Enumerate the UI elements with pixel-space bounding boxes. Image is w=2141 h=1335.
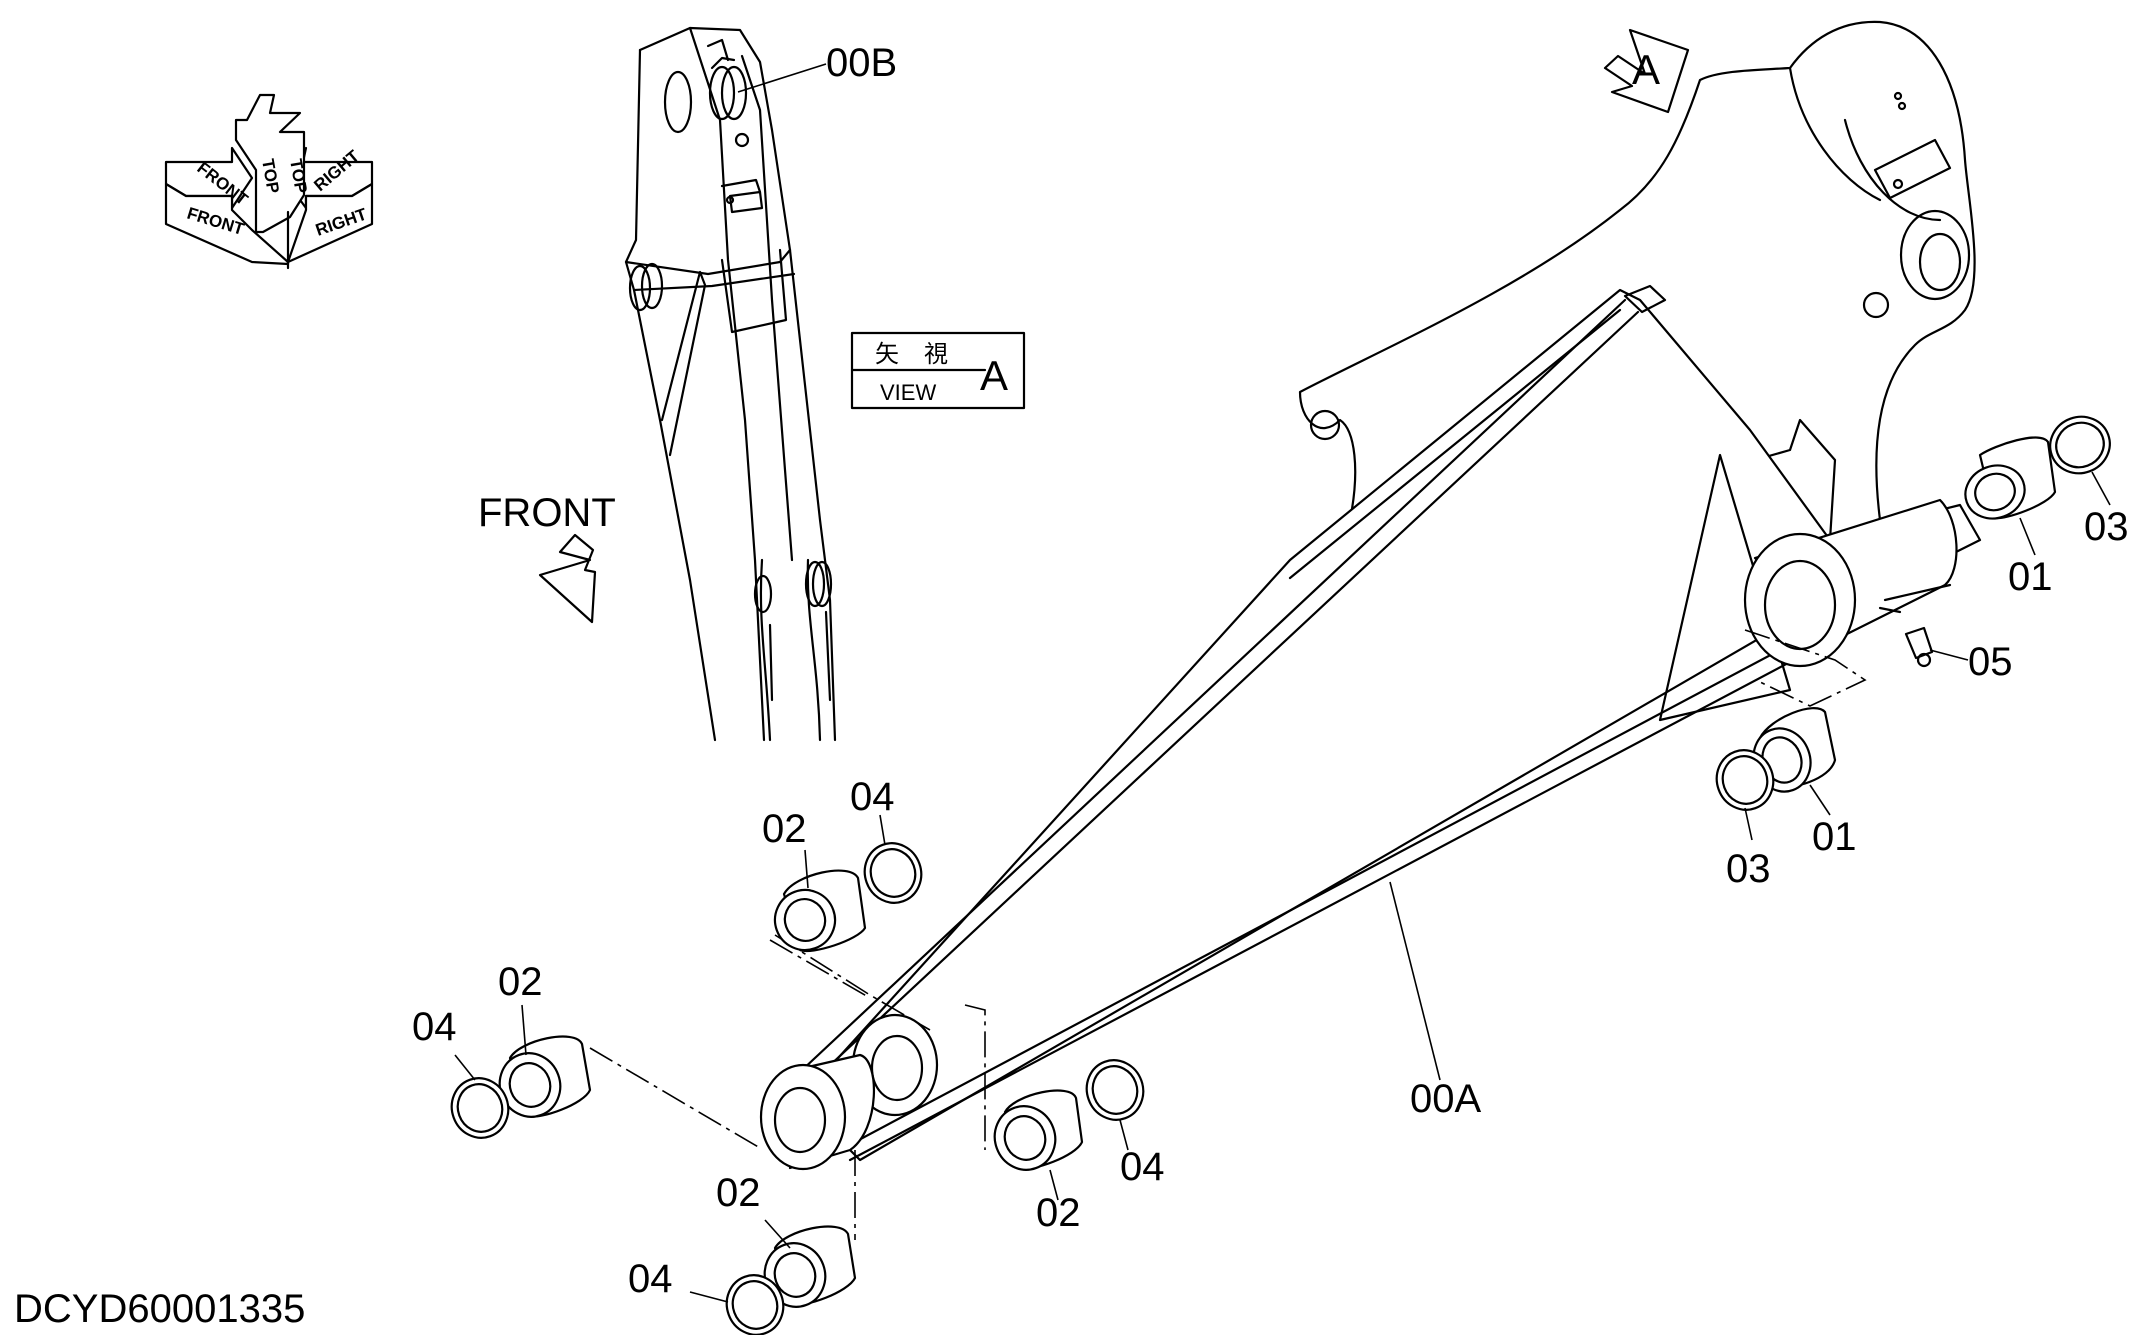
callout-02-c: 02	[1036, 1191, 1081, 1235]
view-a-arrow: A	[1603, 28, 1690, 114]
arm-sub-assembly	[624, 26, 837, 742]
seal-tip-b	[450, 1077, 510, 1139]
callout-03-upper: 03	[2084, 505, 2129, 549]
callout-02-a: 02	[762, 807, 807, 851]
callout-04-d: 04	[628, 1257, 673, 1301]
seal-tip-c	[1085, 1059, 1145, 1121]
seal-lower	[1715, 749, 1775, 811]
bushing-tip-d	[763, 1225, 857, 1308]
bushing-tip-c	[993, 1089, 1084, 1171]
view-letter: A	[980, 352, 1008, 399]
callout-labels: 00B 00A 01 01 03 03 05 02 04 02 04 02 04…	[412, 41, 2129, 1301]
bushing-upper	[1964, 436, 2057, 520]
front-arrow: FRONT	[478, 491, 616, 624]
leader-lines	[454, 63, 2111, 1303]
view-text: VIEW	[880, 380, 936, 405]
callout-00b: 00B	[826, 41, 897, 85]
orientation-icon: FRONT FRONT TOP TOP RIGHT RIGHT	[164, 93, 374, 270]
callout-04-c: 04	[1120, 1145, 1165, 1189]
view-jp-left: 矢	[875, 340, 899, 368]
seal-upper	[2049, 415, 2111, 475]
bushing-tip-a	[773, 869, 867, 953]
callout-01-lower: 01	[1812, 815, 1857, 859]
callout-03-lower: 03	[1726, 847, 1771, 891]
callout-01-upper: 01	[2008, 555, 2053, 599]
seal-tip-a	[863, 842, 923, 904]
callout-04-a: 04	[850, 775, 895, 819]
view-jp-right: 視	[924, 340, 948, 368]
callout-05: 05	[1968, 640, 2013, 684]
seal-tip-d	[725, 1274, 785, 1335]
view-marker-letter: A	[1632, 46, 1660, 93]
callout-02-d: 02	[716, 1171, 761, 1215]
front-arrow-label: FRONT	[478, 491, 616, 535]
bushing-tip-b	[498, 1035, 592, 1118]
view-a-box: 矢 視 VIEW A	[850, 331, 1026, 410]
callout-04-b: 04	[412, 1005, 457, 1049]
drawing-code: DCYD60001335	[14, 1287, 305, 1331]
callout-00a: 00A	[1410, 1077, 1481, 1121]
grease-fitting	[1904, 626, 1934, 668]
callout-02-b: 02	[498, 960, 543, 1004]
boom-assembly	[589, 20, 1982, 1240]
